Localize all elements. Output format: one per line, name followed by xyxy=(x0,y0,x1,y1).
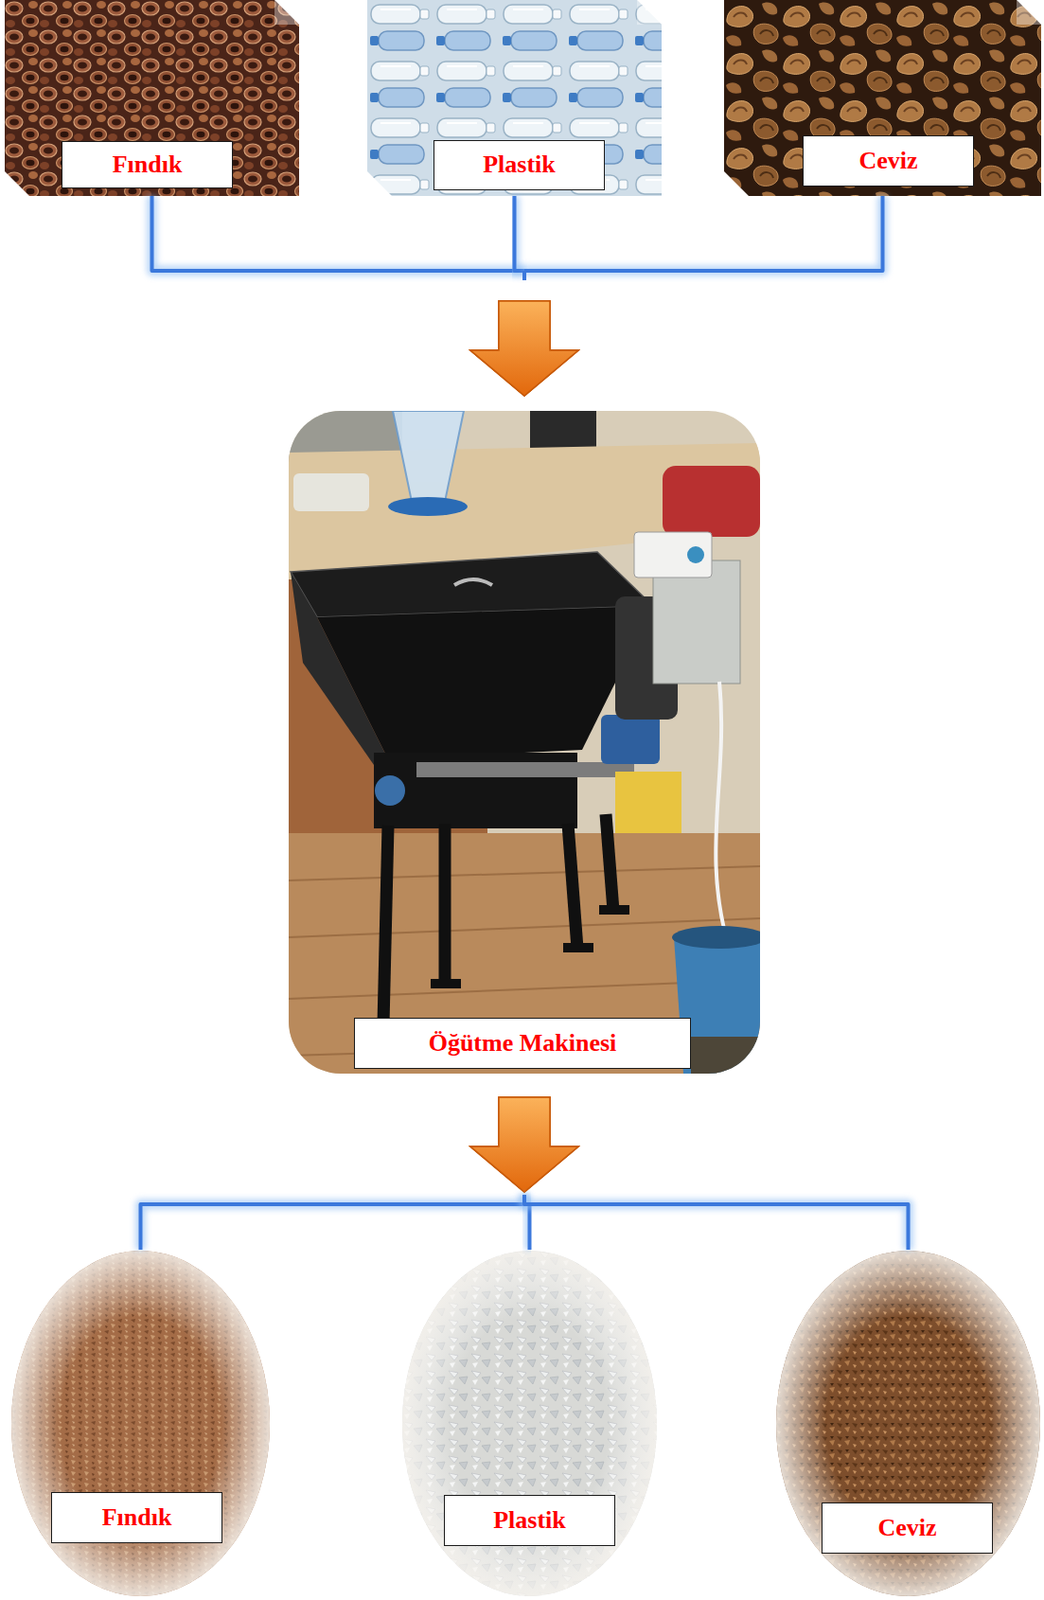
bracket-glow xyxy=(519,270,531,281)
bracket-line xyxy=(514,195,526,271)
red-chair xyxy=(662,465,761,537)
photo-tile: Fındık xyxy=(4,0,300,196)
photo-tile: Plastik xyxy=(367,0,662,196)
bracket-line xyxy=(152,195,526,271)
product-oval: Plastik xyxy=(401,1249,658,1597)
block-arrow xyxy=(470,300,579,396)
product-oval: Ceviz xyxy=(775,1249,1042,1597)
bracket-glow xyxy=(524,1194,531,1250)
oval-outline xyxy=(10,1249,271,1597)
flow-connector xyxy=(470,195,579,396)
material-label: Fındık xyxy=(61,141,233,189)
bracket-glow xyxy=(519,270,531,281)
photo-fill xyxy=(367,0,662,196)
photo-fill xyxy=(776,1250,1041,1596)
machine-photo xyxy=(288,410,761,1074)
flow-connector xyxy=(152,195,580,396)
flow-connector xyxy=(470,195,884,396)
corner-fold xyxy=(1016,0,1042,25)
bracket-line xyxy=(524,1194,531,1250)
water-filter xyxy=(392,410,464,502)
material-label: Plastik xyxy=(433,140,605,191)
leg-feet xyxy=(369,904,630,1028)
machine-legs xyxy=(383,813,614,1025)
bearing-flange xyxy=(374,775,406,806)
photo-fill xyxy=(724,0,1042,196)
drive-shaft xyxy=(416,761,635,778)
hopper-lid xyxy=(290,551,654,618)
wooden-floor xyxy=(288,832,761,1074)
photo-fill xyxy=(4,0,300,196)
flow-connector xyxy=(141,1097,580,1250)
photo-fill xyxy=(11,1250,270,1596)
hopper-side xyxy=(290,571,389,765)
bucket-rim xyxy=(672,925,761,949)
bracket-glow xyxy=(514,195,526,271)
paper-edge xyxy=(776,1250,1041,1596)
material-label: Plastik xyxy=(443,1494,616,1546)
bracket-line xyxy=(522,270,527,281)
material-label: Ceviz xyxy=(821,1502,993,1554)
flow-connector xyxy=(470,1097,909,1250)
bracket-line xyxy=(524,195,884,271)
control-box xyxy=(653,560,741,684)
product-oval: Fındık xyxy=(10,1249,271,1597)
paper-edge xyxy=(11,1250,270,1596)
block-arrow xyxy=(470,1097,579,1192)
switch-knob xyxy=(687,546,705,564)
photo-tile: Ceviz xyxy=(724,0,1042,196)
flow-connector xyxy=(470,1097,579,1250)
bracket-line xyxy=(522,270,527,281)
corner-fold xyxy=(637,0,662,25)
material-label: Ceviz xyxy=(802,135,974,187)
corner-fold xyxy=(274,0,300,25)
lid-handle xyxy=(454,579,493,585)
bracket-line xyxy=(522,270,527,281)
bracket-glow xyxy=(519,270,531,281)
paper-edge xyxy=(402,1250,657,1596)
power-cable xyxy=(715,681,729,947)
bracket-glow xyxy=(141,1194,526,1250)
glass-jar xyxy=(293,473,370,512)
ground-output xyxy=(690,1036,761,1074)
bracket-glow xyxy=(152,195,526,271)
block-arrow xyxy=(470,300,579,396)
machine-panel: Öğütme Makinesi xyxy=(288,410,761,1074)
monitor xyxy=(530,410,597,449)
warning-sticker xyxy=(615,771,682,833)
material-label: Fındık xyxy=(51,1491,223,1543)
bracket-glow xyxy=(524,195,884,271)
bracket-line xyxy=(524,1194,909,1250)
photo-fill xyxy=(402,1250,657,1596)
block-arrow xyxy=(470,1097,579,1192)
gearbox xyxy=(601,714,660,764)
material-label: Öğütme Makinesi xyxy=(353,1017,691,1069)
switch-unit xyxy=(634,531,712,578)
bracket-line xyxy=(141,1194,526,1250)
office-wall xyxy=(288,410,761,1074)
filter-base xyxy=(388,496,468,516)
block-arrow xyxy=(470,300,579,396)
bracket-glow xyxy=(524,1194,909,1250)
block-arrow xyxy=(470,1097,579,1192)
